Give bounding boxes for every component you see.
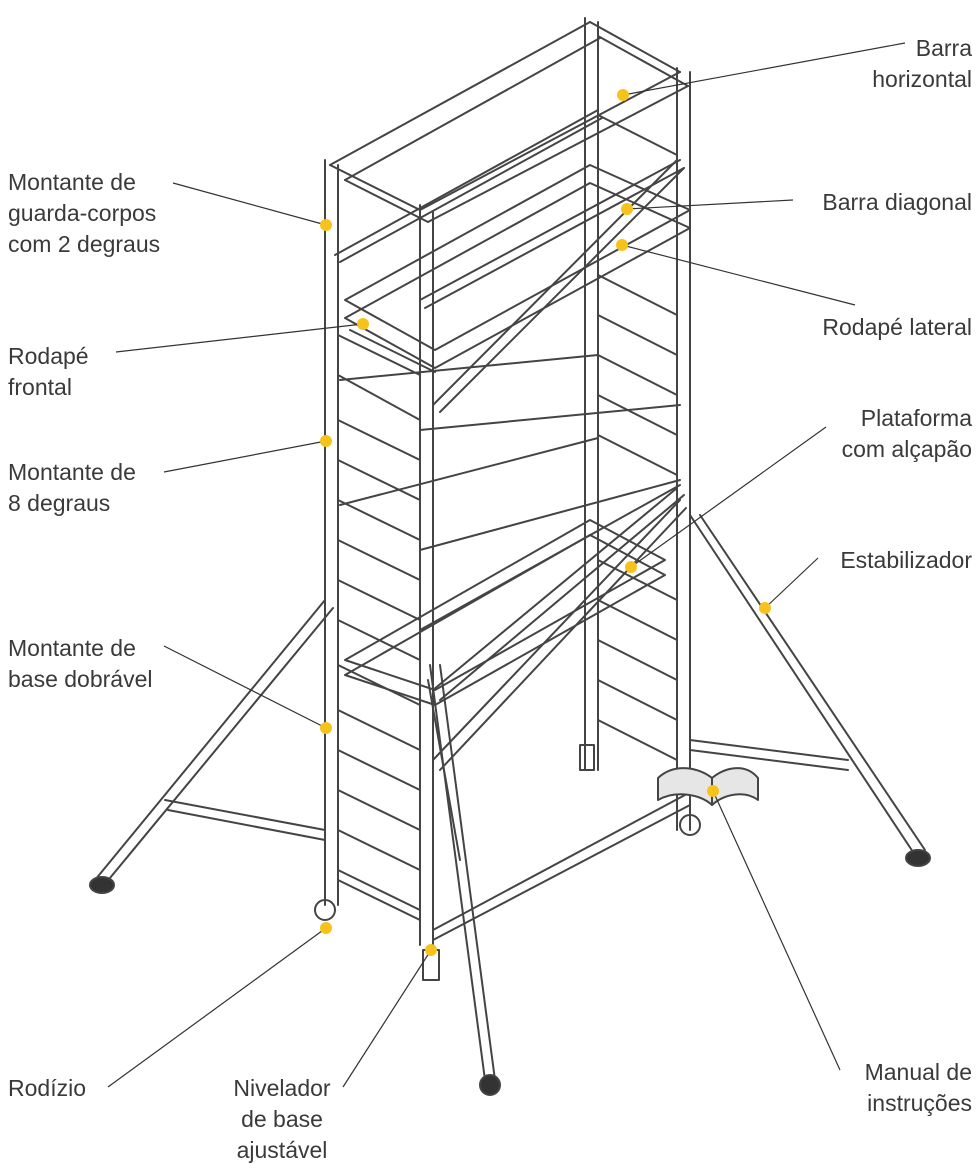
- label-barra-horizontal: Barra horizontal: [872, 33, 972, 95]
- front-stabilizer: [427, 664, 501, 1096]
- label-line: Rodapé: [8, 343, 89, 369]
- right-stabilizer: [689, 514, 931, 867]
- label-line: Montante de: [8, 635, 136, 661]
- label-barra-diagonal: Barra diagonal: [822, 187, 972, 218]
- label-line: com alçapão: [841, 436, 972, 462]
- top-guardrail-frame: [329, 21, 689, 309]
- label-line: Estabilizador: [840, 547, 972, 573]
- label-rodape-lateral: Rodapé lateral: [822, 312, 972, 343]
- front-rungs: [337, 334, 421, 911]
- label-estabilizador: Estabilizador: [840, 545, 972, 576]
- label-line: de base: [241, 1106, 323, 1132]
- mid-bars: [339, 354, 681, 631]
- manual-booklet: [657, 767, 759, 806]
- leader-lines: [107, 42, 906, 1088]
- uprights: [324, 17, 691, 946]
- label-line: base dobrável: [8, 666, 153, 692]
- label-nivelador: Nivelador de base ajustável: [218, 1073, 346, 1166]
- label-line: Nivelador: [233, 1075, 331, 1101]
- label-line: guarda-corpos: [8, 200, 157, 226]
- left-stabilizer: [89, 599, 334, 894]
- label-line: Barra diagonal: [822, 189, 972, 215]
- label-line: 8 degraus: [8, 490, 111, 516]
- callout-dots: [320, 89, 771, 956]
- label-rodizio: Rodízio: [8, 1073, 86, 1104]
- label-line: Rodapé lateral: [822, 314, 972, 340]
- upper-platform: [344, 164, 691, 373]
- label-plataforma: Plataforma com alçapão: [842, 403, 972, 465]
- label-montante-base-dobravel: Montante de base dobrável: [8, 633, 153, 695]
- diagonal-braces: [432, 159, 687, 771]
- label-line: horizontal: [872, 66, 972, 92]
- label-line: frontal: [8, 374, 72, 400]
- label-manual-instrucoes: Manual de instruções: [865, 1057, 972, 1119]
- label-line: Montante de: [8, 169, 136, 195]
- label-montante-guarda-corpos: Montante de guarda-corpos com 2 degraus: [8, 167, 160, 260]
- label-line: com 2 degraus: [8, 231, 161, 257]
- label-line: ajustável: [236, 1137, 328, 1163]
- base-frame: [337, 794, 691, 941]
- label-line: Rodízio: [8, 1075, 86, 1101]
- label-montante-8-degraus: Montante de 8 degraus: [8, 457, 136, 519]
- label-line: Manual de: [864, 1059, 972, 1085]
- casters: [314, 744, 701, 981]
- label-line: Montante de: [8, 459, 136, 485]
- back-rungs: [597, 114, 678, 761]
- label-line: instruções: [867, 1090, 972, 1116]
- lower-platform: [344, 519, 666, 706]
- label-line: Plataforma: [860, 405, 972, 431]
- label-line: Barra: [915, 35, 972, 61]
- label-rodape-frontal: Rodapé frontal: [8, 341, 89, 403]
